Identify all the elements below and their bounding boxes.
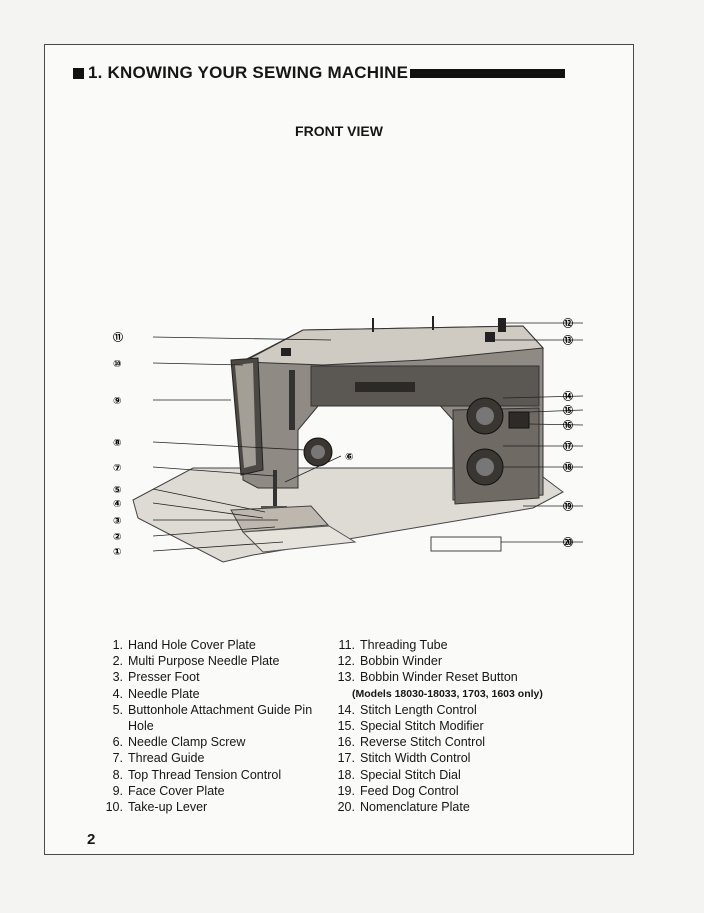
callout-4: ④ (113, 499, 121, 510)
callout-18: ⑱ (563, 461, 573, 474)
hand-hole-cover-plate (241, 525, 357, 553)
header-rule-bar (410, 68, 566, 78)
list-item: 6.Needle Clamp Screw (112, 735, 246, 750)
callout-14: ⑭ (563, 390, 573, 403)
list-item: 11.Threading Tube (338, 638, 448, 652)
callout-17: ⑰ (563, 440, 573, 453)
list-item: 13.Bobbin Winder Reset Button (337, 670, 518, 685)
list-item: 19.Feed Dog Control (337, 783, 459, 798)
section-title: 1. KNOWING YOUR SEWING MACHINE (88, 63, 409, 82)
callout-3: ③ (113, 516, 121, 527)
models-note: (Models 18030-18033, 1703, 1603 only) (352, 687, 543, 700)
bobbin-winder (498, 318, 506, 332)
list-item: 7.Thread Guide (112, 751, 205, 766)
page-number: 2 (87, 831, 96, 848)
list-item: 18.Special Stitch Dial (337, 767, 461, 782)
callout-2: ② (113, 532, 121, 543)
callout-9: ⑨ (113, 396, 121, 407)
callout-1: ① (113, 547, 121, 558)
callout-11: ⑪ (113, 331, 123, 344)
bobbin-winder-reset (485, 332, 495, 342)
list-item: 20.Nomenclature Plate (337, 800, 470, 815)
front-panel (310, 365, 540, 407)
sewing-machine-diagram: ⑪ ⑩ ⑨ ⑧ ⑦ ⑥ ⑤ ④ ③ ② ① ⑫ ⑬ ⑭ ⑮ ⑯ ⑰ ⑱ ⑲ ⑳ (113, 316, 583, 563)
reverse-stitch-button (508, 411, 530, 429)
callout-7: ⑦ (113, 463, 121, 474)
callout-10: ⑩ (113, 359, 121, 370)
list-item: 17.Stitch Width Control (337, 751, 471, 766)
list-item: 1.Hand Hole Cover Plate (112, 638, 256, 652)
view-title: FRONT VIEW (295, 123, 383, 139)
nomenclature-plate (430, 536, 502, 552)
manual-page: 1. KNOWING YOUR SEWING MACHINE FRONT VIE… (44, 44, 634, 855)
parts-column-left: 1.Hand Hole Cover Plate 2.Multi Purpose … (95, 637, 335, 815)
parts-column-right: 11.Threading Tube 12.Bobbin Winder 13.Bo… (327, 637, 597, 815)
list-item: 14.Stitch Length Control (337, 702, 477, 717)
callout-12: ⑫ (563, 317, 573, 330)
header-bullet-square (73, 67, 84, 79)
take-up-lever (289, 370, 295, 430)
list-item: 12.Bobbin Winder (337, 654, 442, 669)
section-header: 1. KNOWING YOUR SEWING MACHINE (73, 63, 566, 83)
list-item: 15.Special Stitch Modifier (337, 719, 484, 734)
callout-8: ⑧ (113, 438, 121, 449)
callout-5: ⑤ (113, 485, 121, 496)
callout-19: ⑲ (563, 500, 573, 513)
brand-plate (355, 382, 415, 392)
callout-16: ⑯ (563, 419, 573, 432)
list-item: 16.Reverse Stitch Control (337, 735, 486, 750)
list-item: 9.Face Cover Plate (112, 783, 225, 798)
list-item: 3.Presser Foot (112, 670, 200, 685)
callout-15: ⑮ (563, 404, 573, 417)
list-item: 8.Top Thread Tension Control (112, 767, 282, 782)
list-item: 5.Buttonhole Attachment Guide Pin Hole (112, 702, 313, 734)
callout-13: ⑬ (563, 334, 573, 347)
list-item: 4.Needle Plate (112, 686, 200, 701)
list-item: 10.Take-up Lever (105, 800, 208, 815)
threading-tube (281, 348, 291, 356)
callout-6: ⑥ (345, 452, 353, 463)
callout-20: ⑳ (563, 536, 573, 549)
face-cover-highlight (235, 363, 256, 468)
top-cover (241, 325, 545, 366)
list-item: 2.Multi Purpose Needle Plate (112, 654, 280, 669)
needle-plate (230, 505, 330, 533)
needle-bar (273, 470, 277, 508)
